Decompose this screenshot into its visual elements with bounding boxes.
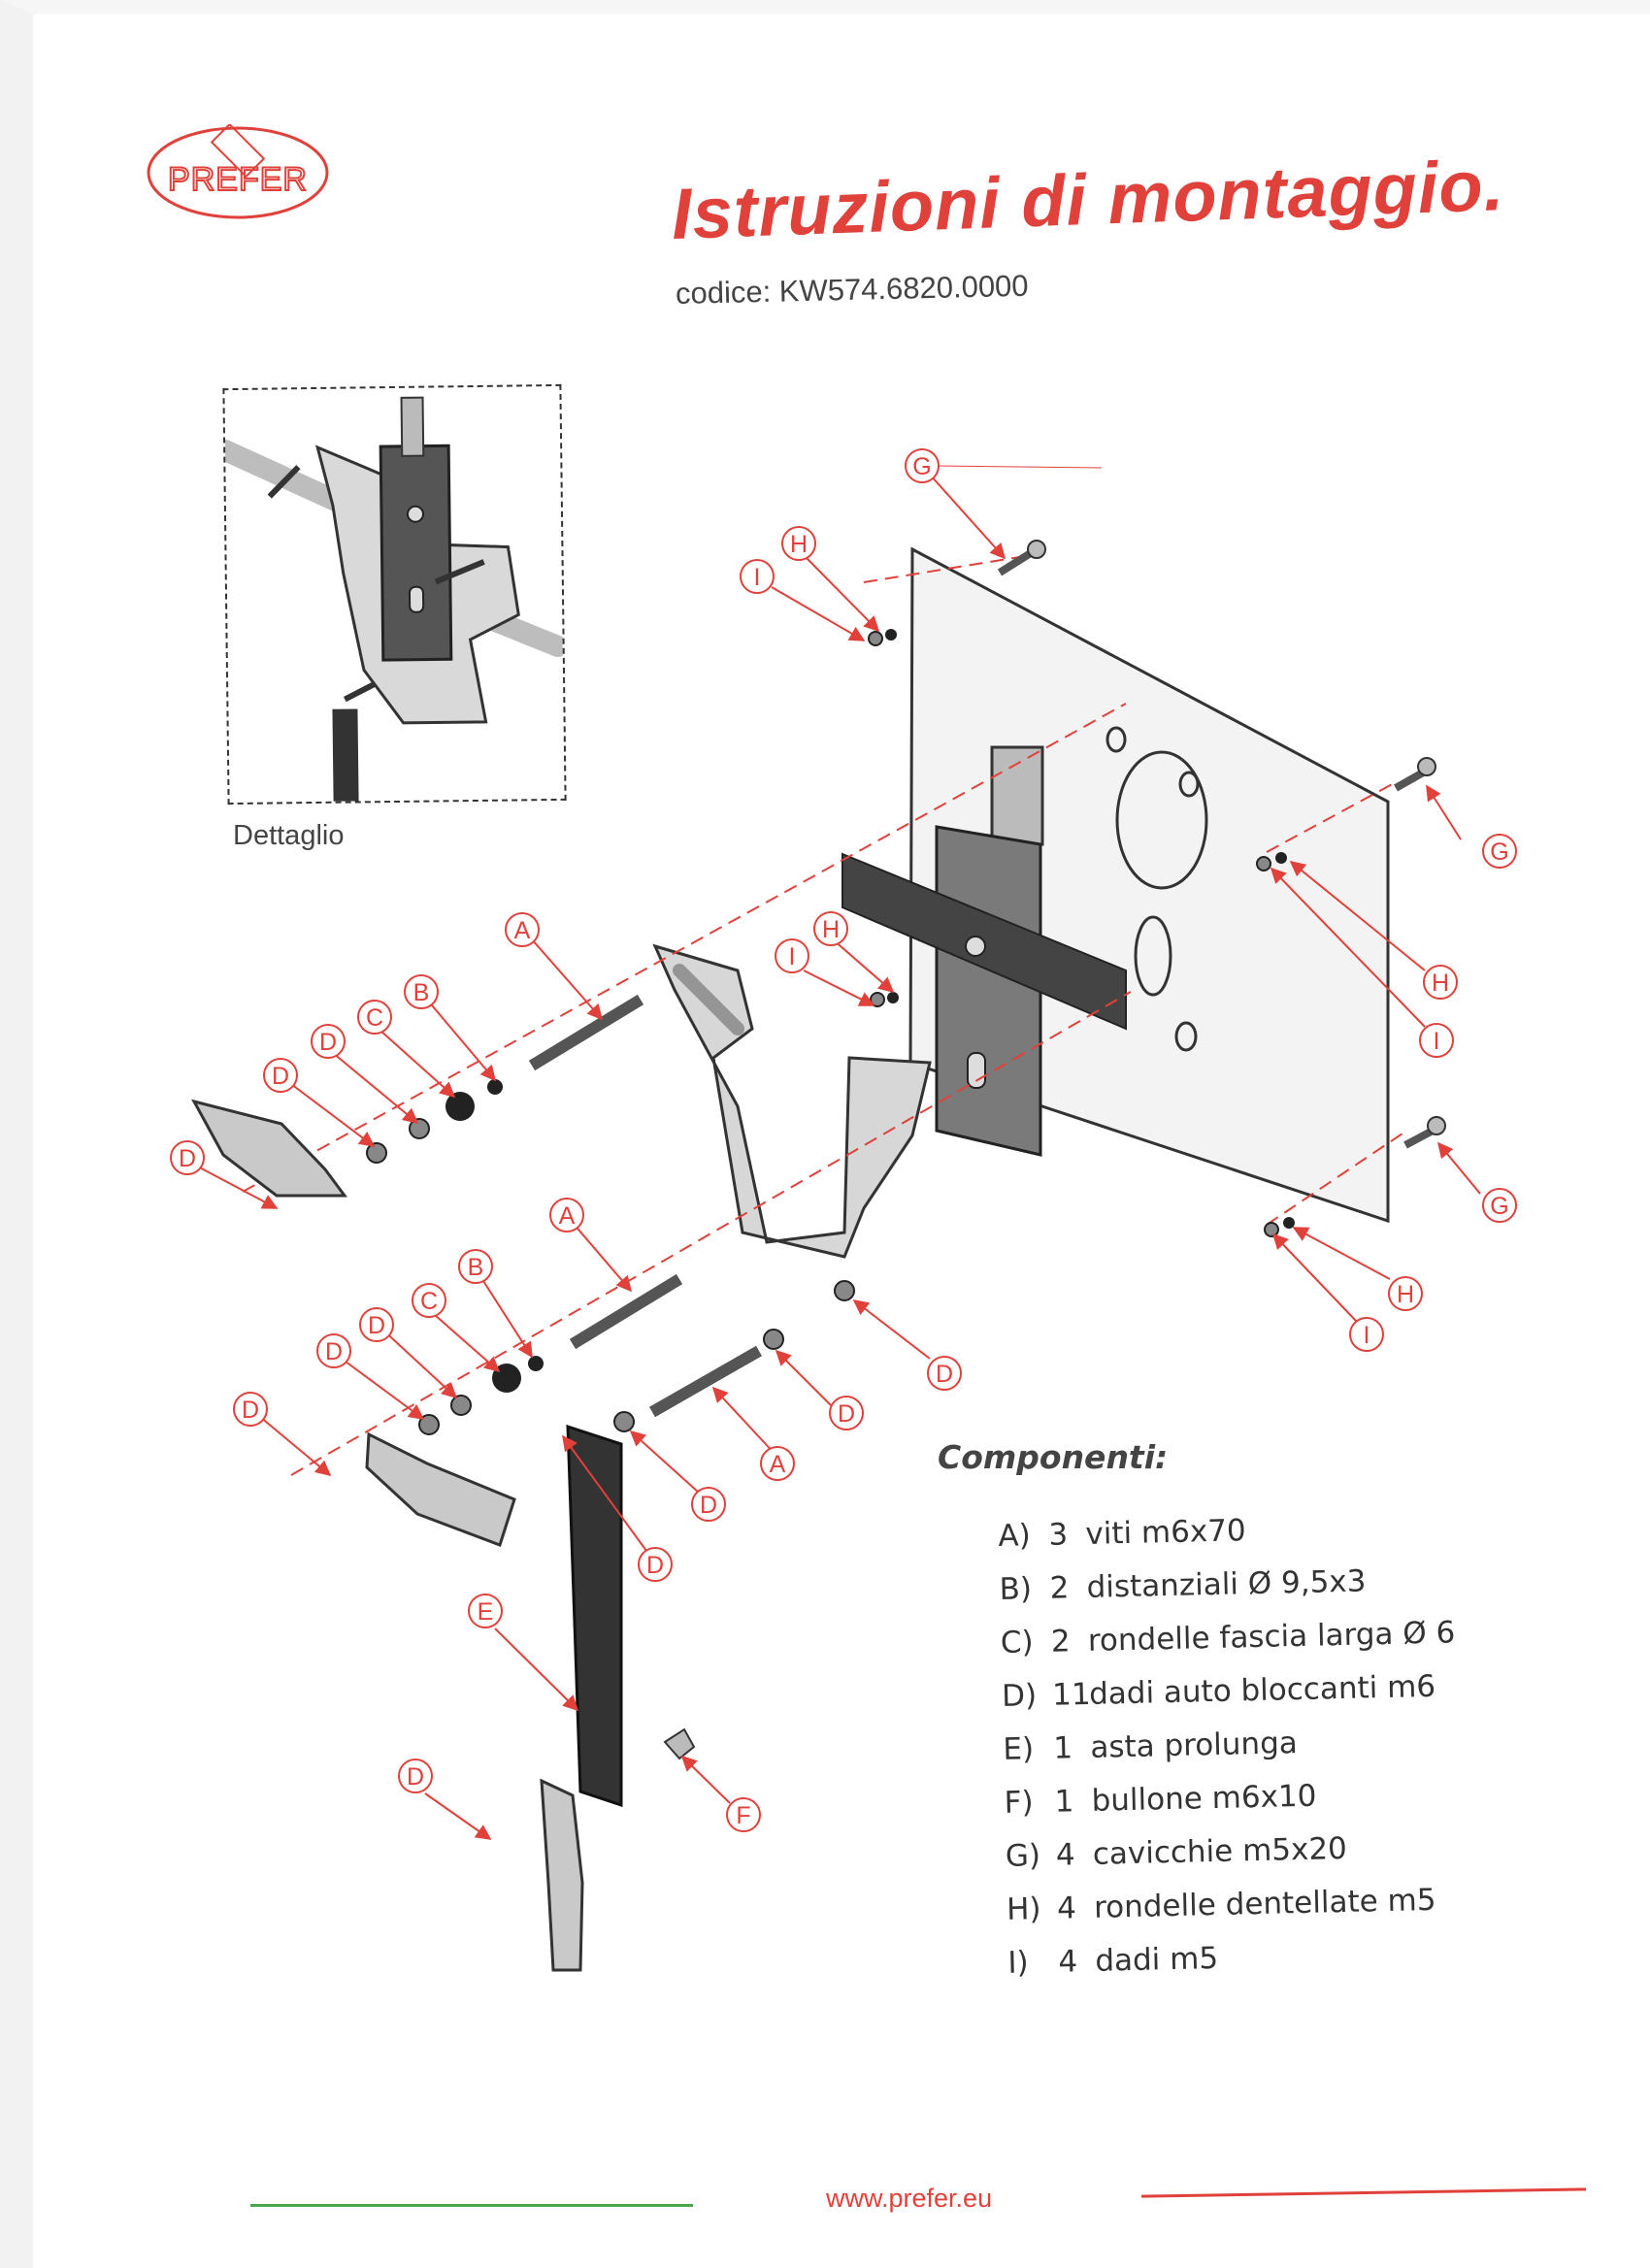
callout-i: I (1419, 1023, 1454, 1058)
svg-text:H: H (1397, 1281, 1414, 1308)
detail-inset (214, 383, 569, 805)
callout-i: I (1349, 1317, 1384, 1352)
callout-d: D (927, 1356, 962, 1391)
callout-b: B (404, 974, 439, 1009)
extension-rod (566, 1424, 623, 1808)
svg-text:G: G (1490, 838, 1508, 866)
svg-text:A: A (559, 1202, 576, 1230)
callout-c: C (357, 1000, 392, 1035)
callout-g: G (905, 448, 940, 483)
components-title: Componenti: (938, 1438, 1169, 1476)
svg-text:H: H (790, 531, 808, 558)
svg-text:G: G (912, 453, 931, 480)
callout-d: D (359, 1307, 394, 1342)
callout-d: D (263, 1058, 298, 1093)
svg-text:D: D (936, 1361, 953, 1388)
svg-text:H: H (822, 916, 840, 943)
callout-d: D (829, 1396, 864, 1430)
logo-text: PREFER (168, 161, 308, 198)
svg-text:E: E (478, 1598, 494, 1626)
callout-g: G (1482, 1188, 1517, 1223)
svg-text:I: I (1434, 1028, 1440, 1055)
callout-h: H (781, 526, 816, 561)
callout-h: H (1423, 965, 1458, 1000)
rod-end-middle (365, 1431, 516, 1547)
callout-f: F (726, 1797, 761, 1832)
svg-text:B: B (468, 1254, 484, 1281)
footer-rule-green (250, 2204, 693, 2207)
callout-d: D (638, 1547, 673, 1582)
callout-g: G (1482, 834, 1517, 869)
callout-d: D (691, 1487, 726, 1522)
svg-text:F: F (736, 1802, 750, 1829)
callout-b: B (458, 1249, 493, 1284)
svg-text:A: A (514, 917, 531, 944)
callout-d: D (233, 1392, 268, 1427)
svg-text:D: D (646, 1552, 664, 1579)
svg-text:H: H (1432, 970, 1449, 997)
callout-d: D (311, 1024, 346, 1059)
screw-a3 (649, 1345, 762, 1418)
rod-end-upper (191, 1099, 347, 1198)
svg-text:C: C (366, 1004, 383, 1032)
svg-text:I: I (754, 564, 761, 591)
callout-a: A (505, 912, 540, 947)
svg-text:I: I (1364, 1322, 1370, 1349)
svg-text:G: G (1490, 1193, 1508, 1220)
bent-bracket (652, 943, 932, 1259)
svg-text:D: D (272, 1063, 289, 1090)
svg-text:I: I (789, 943, 796, 970)
callout-e: E (468, 1594, 503, 1628)
callout-d: D (316, 1333, 351, 1368)
screw-a2 (569, 1273, 683, 1350)
callout-d: D (398, 1759, 433, 1793)
callout-h: H (1388, 1276, 1423, 1311)
callout-a: A (760, 1446, 795, 1481)
svg-text:C: C (420, 1288, 438, 1315)
svg-text:B: B (413, 979, 430, 1006)
callout-i: I (740, 559, 775, 594)
screw-a1 (528, 994, 644, 1071)
callout-i: I (775, 938, 809, 973)
svg-text:D: D (407, 1763, 424, 1791)
detail-label: Dettaglio (233, 820, 345, 851)
svg-text:D: D (319, 1029, 337, 1056)
callout-d: D (170, 1140, 205, 1175)
svg-text:D: D (838, 1400, 855, 1428)
callout-h: H (813, 911, 848, 946)
svg-text:D: D (700, 1492, 717, 1519)
callout-c: C (412, 1283, 446, 1318)
svg-text:D: D (368, 1312, 385, 1339)
prefer-logo: PREFER (147, 124, 329, 219)
svg-text:A: A (770, 1451, 786, 1478)
svg-text:D: D (242, 1397, 259, 1424)
rod-end-lower (540, 1778, 584, 1972)
lock-body (935, 825, 1042, 1157)
website-link[interactable]: www.prefer.eu (826, 2184, 993, 2213)
svg-text:D: D (179, 1145, 196, 1172)
svg-text:D: D (325, 1338, 343, 1365)
callout-a: A (549, 1198, 584, 1233)
detail-illustration (214, 396, 569, 802)
